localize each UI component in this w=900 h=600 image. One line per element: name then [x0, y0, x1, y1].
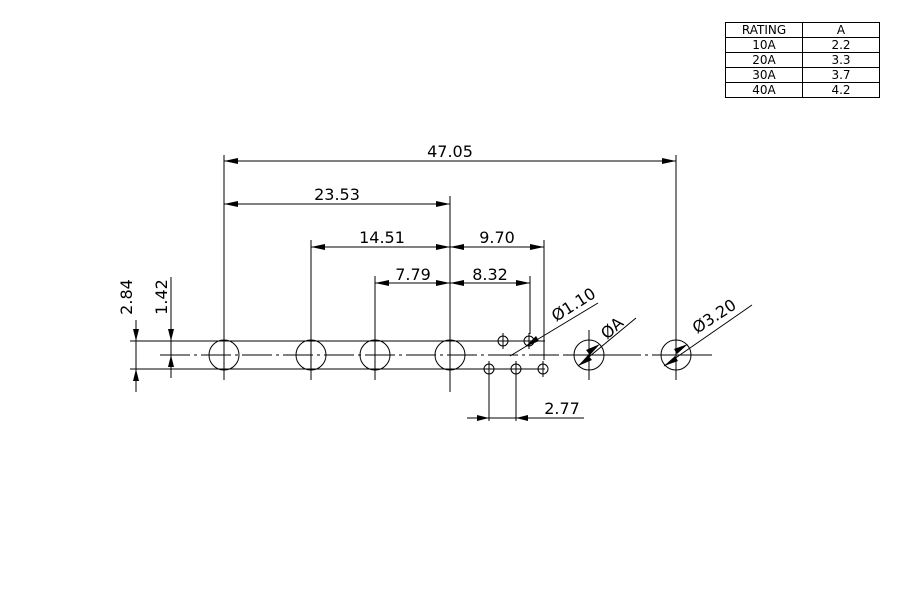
dimension-2-84: 2.84: [117, 279, 139, 392]
arrowhead: [586, 344, 600, 355]
arrowhead: [375, 280, 389, 286]
dimension-1-42: 1.42: [152, 277, 177, 378]
arrowhead: [530, 244, 544, 250]
dimension-14-51: 14.51: [311, 228, 450, 250]
arrowhead: [674, 344, 688, 354]
a-cell: 4.2: [802, 82, 880, 98]
dim-label-2-77: 2.77: [544, 399, 580, 418]
dimension-2-77: 2.77: [467, 399, 584, 421]
dim-label-9-70: 9.70: [479, 228, 515, 247]
dimension-23-53: 23.53: [224, 185, 450, 207]
table-row: 40A 4.2: [725, 82, 880, 98]
leader-line: [663, 304, 753, 367]
dim-label-8-32: 8.32: [472, 265, 508, 284]
arrowhead: [450, 244, 464, 250]
diameter-a-callout: ØA: [577, 313, 637, 367]
arrowhead: [436, 201, 450, 207]
arrowhead: [311, 244, 325, 250]
rating-cell: 40A: [725, 82, 803, 98]
arrowhead: [450, 280, 464, 286]
arrowhead: [436, 280, 450, 286]
table-row: 30A 3.7: [725, 67, 880, 83]
body-outline: [130, 340, 712, 370]
arrowhead: [477, 415, 489, 421]
dia-label-1-10: Ø1.10: [548, 284, 599, 326]
arrowhead: [436, 244, 450, 250]
dim-label-14-51: 14.51: [359, 228, 405, 247]
arrowhead: [133, 369, 139, 381]
dimension-8-32: 8.32: [450, 265, 530, 286]
arrowhead: [664, 356, 678, 366]
arrowhead: [525, 336, 539, 347]
arrowhead: [168, 355, 174, 367]
dim-label-47-05: 47.05: [427, 142, 473, 161]
small-holes: [483, 333, 549, 377]
arrowhead: [516, 280, 530, 286]
dimension-47-05: 47.05: [224, 142, 676, 164]
dim-label-2-84: 2.84: [117, 279, 136, 315]
dia-label-a: ØA: [597, 313, 627, 343]
arrowhead: [578, 355, 592, 366]
extension-lines: [223, 155, 677, 421]
arrowhead: [224, 201, 238, 207]
arrowhead: [168, 329, 174, 341]
diameter-1-10-callout: Ø1.10: [509, 284, 599, 357]
dim-label-1-42: 1.42: [152, 279, 171, 315]
dim-label-23-53: 23.53: [314, 185, 360, 204]
arrowhead: [662, 158, 676, 164]
leader-line: [509, 302, 599, 357]
dimension-9-70: 9.70: [450, 228, 544, 250]
arrowhead: [224, 158, 238, 164]
rating-table: RATING A 10A 2.2 20A 3.3 30A 3.7 40A 4.2: [725, 22, 880, 98]
dim-label-7-79: 7.79: [395, 265, 431, 284]
dimension-7-79: 7.79: [375, 265, 450, 286]
arrowhead: [133, 329, 139, 341]
arrowhead: [516, 415, 528, 421]
